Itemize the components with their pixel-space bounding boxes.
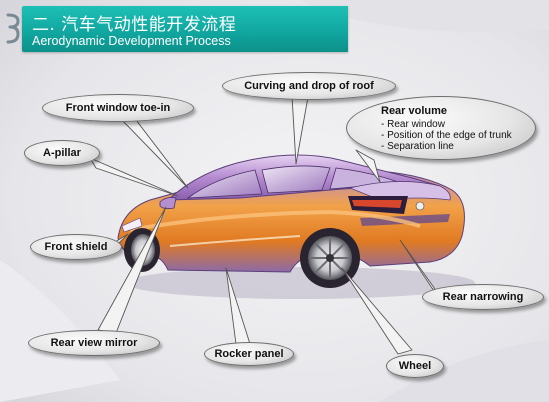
callout-wheel: Wheel <box>386 354 444 378</box>
callout-front-shield: Front shield <box>30 234 122 260</box>
callout-label: Curving and drop of roof <box>244 80 374 92</box>
page-subtitle: Aerodynamic Development Process <box>32 34 231 48</box>
callout-label: Wheel <box>398 360 432 372</box>
callout-label: Front shield <box>44 241 108 253</box>
callout-label: A-pillar <box>43 147 81 159</box>
callout-rear-volume: Rear volume Rear window Position of the … <box>346 96 536 160</box>
callout-rocker-panel: Rocker panel <box>204 342 294 366</box>
callout-label: Rocker panel <box>214 348 284 360</box>
list-item: Separation line <box>381 141 512 152</box>
page-title: 二. 汽车气动性能开发流程 <box>32 15 237 35</box>
list-item: Rear window <box>381 119 512 130</box>
banner-hook-icon <box>4 12 22 46</box>
callout-label: Rear narrowing <box>442 291 524 303</box>
callout-rear-narrowing: Rear narrowing <box>422 284 544 310</box>
callout-a-pillar: A-pillar <box>24 140 100 166</box>
callout-front-window-toe-in: Front window toe-in <box>42 94 194 122</box>
callout-rear-view-mirror: Rear view mirror <box>28 330 160 356</box>
title-banner: 二. 汽车气动性能开发流程 Aerodynamic Development Pr… <box>22 6 348 52</box>
callout-label: Rear view mirror <box>50 337 138 349</box>
callout-rear-volume-list: Rear window Position of the edge of trun… <box>381 119 512 152</box>
callout-curving-and-drop-of-roof: Curving and drop of roof <box>222 72 396 100</box>
callout-label: Front window toe-in <box>65 102 171 114</box>
list-item: Position of the edge of trunk <box>381 130 512 141</box>
callout-rear-volume-title: Rear volume <box>381 105 448 117</box>
